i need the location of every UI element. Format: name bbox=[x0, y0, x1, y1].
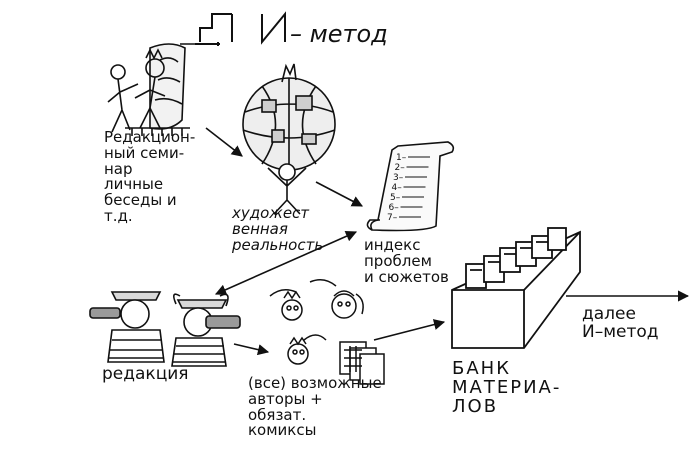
index-list-item: 5– bbox=[390, 193, 401, 203]
label-reality: художест венная реальность bbox=[232, 204, 324, 254]
arrow-seminar-to-reality bbox=[205, 127, 243, 157]
flow-arrows bbox=[205, 127, 690, 356]
title-block bbox=[195, 11, 286, 46]
label-bank: БАНК МАТЕРИА- ЛОВ bbox=[452, 358, 562, 417]
globe-figure-illustration bbox=[242, 63, 336, 215]
index-list-item: 7– bbox=[387, 213, 398, 223]
index-list-item: 2– bbox=[395, 163, 406, 173]
arrow-editorial-to-authors bbox=[233, 343, 270, 356]
label-editorial: редакция bbox=[102, 364, 189, 384]
label-seminar: Редакцион- ный семи- нар личные беседы и… bbox=[104, 128, 196, 225]
title-rest: – метод bbox=[290, 20, 388, 48]
bank-box-illustration bbox=[451, 227, 581, 349]
arrow-index-editorial bbox=[214, 230, 358, 296]
index-list-item: 3– bbox=[393, 173, 404, 183]
index-list-item: 6– bbox=[389, 203, 400, 213]
index-scroll-illustration bbox=[366, 141, 455, 232]
arrow-reality-to-index bbox=[315, 181, 363, 207]
index-list-item: 4– bbox=[392, 183, 403, 193]
index-list: 1–2–3–4–5–6–7– bbox=[387, 153, 430, 223]
label-index: индекс проблем и сюжетов bbox=[364, 236, 449, 286]
index-list-item: 1– bbox=[396, 153, 407, 163]
seminar-figures-illustration bbox=[107, 43, 190, 136]
authors-illustration bbox=[269, 279, 385, 385]
editorial-figures-illustration bbox=[89, 291, 241, 367]
label-next: далее И–метод bbox=[582, 304, 659, 342]
label-authors: (все) возможные авторы + обязат. комиксы bbox=[248, 374, 382, 440]
arrow-authors-to-bank bbox=[373, 319, 446, 341]
